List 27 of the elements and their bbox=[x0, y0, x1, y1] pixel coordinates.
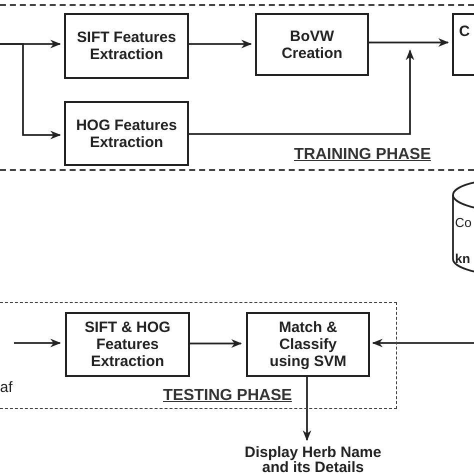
phase-title: TESTING PHASE bbox=[163, 387, 292, 405]
box-text: C bbox=[458, 23, 471, 40]
arrow bbox=[302, 376, 312, 442]
process-box bbox=[255, 13, 369, 76]
box-text: Match & Classify using SVM bbox=[268, 319, 348, 370]
arrow bbox=[0, 43, 62, 140]
phase-title: TRAINING PHASE bbox=[294, 146, 431, 164]
arrow bbox=[189, 339, 242, 348]
output-text: Display Herb Name and its Details bbox=[244, 445, 382, 474]
arrow bbox=[189, 49, 414, 135]
cylinder-text: kn bbox=[455, 251, 470, 266]
box-text: HOG Features Extraction bbox=[75, 116, 178, 150]
process-box bbox=[64, 13, 189, 79]
process-box bbox=[64, 101, 189, 166]
box-text: SIFT Features Extraction bbox=[76, 29, 178, 63]
dashed-region bbox=[0, 302, 397, 409]
arrow bbox=[14, 338, 62, 348]
input-label: af bbox=[0, 379, 13, 396]
cylinder-text: Co bbox=[455, 215, 472, 230]
box-text: BoVW Creation bbox=[280, 28, 344, 62]
dashed-region bbox=[0, 4, 474, 171]
arrow bbox=[369, 38, 450, 47]
process-box bbox=[65, 312, 190, 377]
arrow bbox=[372, 338, 474, 348]
process-box bbox=[246, 312, 370, 377]
box-text: SIFT & HOG Features Extraction bbox=[84, 319, 172, 370]
arrow bbox=[189, 40, 252, 48]
